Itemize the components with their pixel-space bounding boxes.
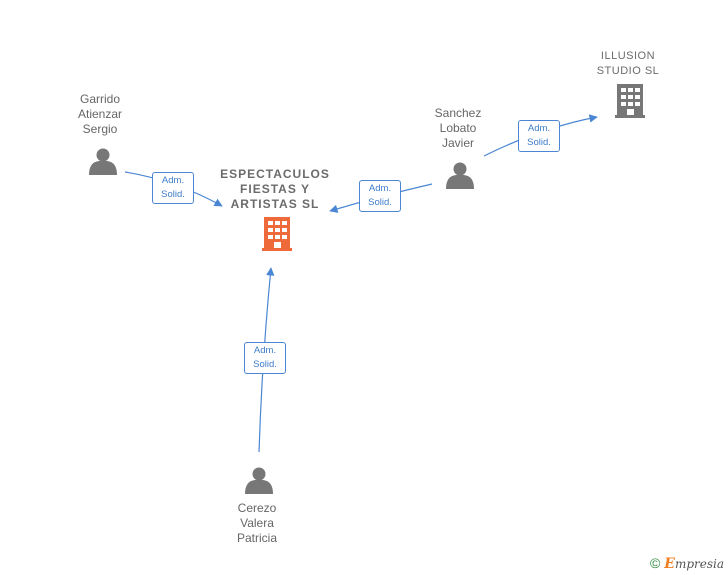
brand-rest: mpresia (674, 557, 724, 571)
person-icon (89, 148, 117, 175)
edge-role-badge: Adm. Solid. (359, 180, 401, 212)
empresia-footer: ©Empresia (650, 555, 724, 572)
building-icon (615, 84, 645, 118)
person-icon (245, 467, 273, 494)
role-line1: Adm. (161, 175, 185, 186)
role-line1: Adm. (253, 345, 277, 356)
copyright-icon: © (649, 555, 661, 571)
edge-role-badge: Adm. Solid. (244, 342, 286, 374)
role-line2: Solid. (368, 197, 392, 208)
illusion-studio-label[interactable]: ILLUSION STUDIO SL (596, 50, 660, 77)
role-line2: Solid. (253, 359, 277, 370)
person-label-sanchez[interactable]: Sanchez Lobato Javier (434, 106, 482, 150)
empresia-logo[interactable]: Empresia (664, 556, 724, 572)
person-label-cerezo[interactable]: Cerezo Valera Patricia (236, 501, 277, 545)
person-icon (446, 162, 474, 189)
role-line2: Solid. (161, 189, 185, 200)
brand-initial: E (664, 556, 675, 572)
main-company-label[interactable]: ESPECTACULOS FIESTAS Y ARTISTAS SL (220, 167, 330, 211)
building-icon (262, 217, 292, 251)
role-line2: Solid. (527, 137, 551, 148)
edge-role-badge: Adm. Solid. (518, 120, 560, 152)
role-line1: Adm. (368, 183, 392, 194)
person-label-garrido[interactable]: Garrido Atienzar Sergio (77, 92, 123, 136)
role-line1: Adm. (527, 123, 551, 134)
edge-role-badge: Adm. Solid. (152, 172, 194, 204)
